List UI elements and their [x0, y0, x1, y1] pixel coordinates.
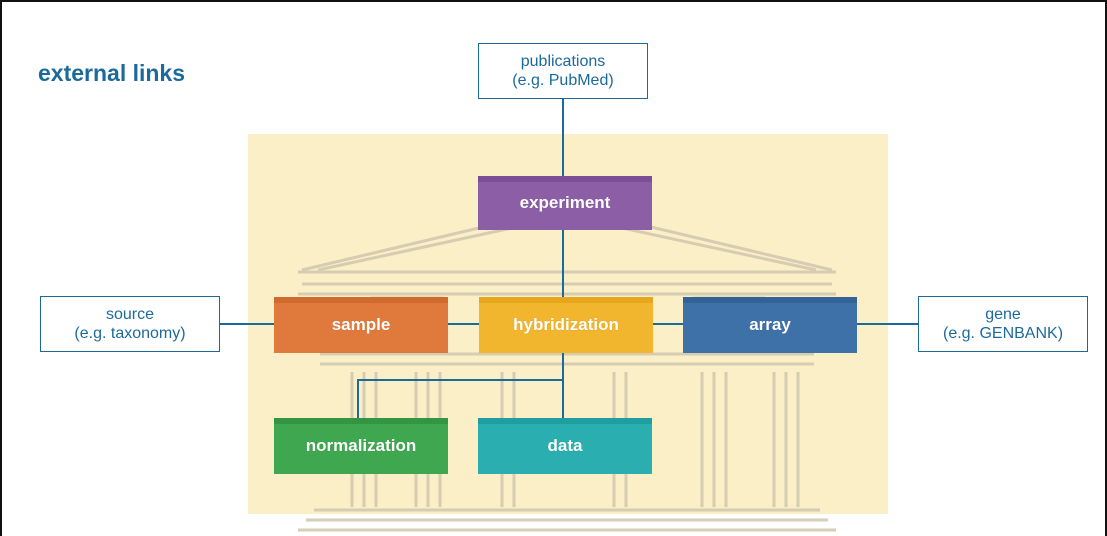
publications-example: (e.g. PubMed) [512, 72, 614, 89]
array-node[interactable]: array [683, 297, 857, 353]
gene-example: (e.g. GENBANK) [942, 325, 1064, 342]
source-example: (e.g. taxonomy) [74, 325, 186, 342]
publications-label: publications [520, 53, 606, 70]
source-label: source [105, 306, 155, 323]
array-label: array [749, 315, 791, 334]
experiment-label: experiment [519, 193, 611, 212]
line-hybridization-normalization [357, 379, 563, 420]
hybridization-label: hybridization [513, 315, 619, 334]
sample-node[interactable]: sample [274, 297, 448, 353]
sample-label: sample [331, 315, 391, 334]
publications-link-box[interactable]: publications (e.g. PubMed) [478, 43, 648, 99]
data-label: data [547, 436, 583, 455]
source-link-box[interactable]: source (e.g. taxonomy) [40, 296, 220, 352]
gene-label: gene [985, 306, 1021, 323]
experiment-node[interactable]: experiment [478, 176, 652, 230]
normalization-label: normalization [305, 436, 417, 455]
gene-link-box[interactable]: gene (e.g. GENBANK) [918, 296, 1088, 352]
diagram-title: external links [38, 60, 186, 86]
data-node[interactable]: data [478, 418, 652, 474]
normalization-node[interactable]: normalization [274, 418, 448, 474]
hybridization-node[interactable]: hybridization [479, 297, 653, 353]
